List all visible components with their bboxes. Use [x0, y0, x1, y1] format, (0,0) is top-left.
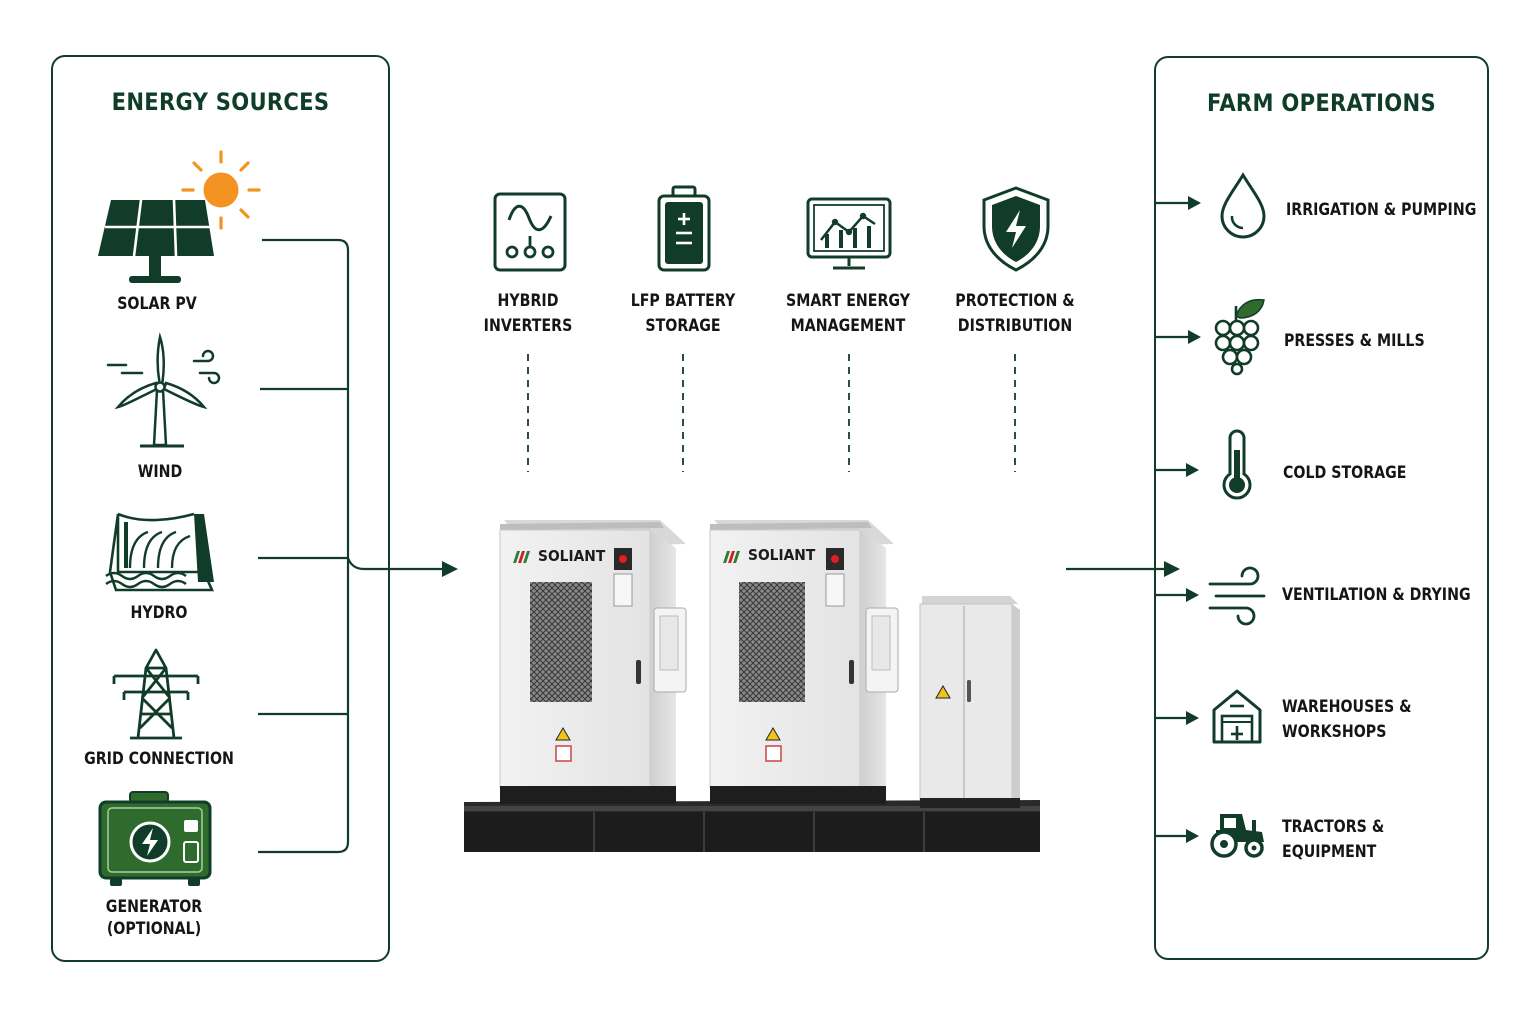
wind-icon	[1208, 566, 1266, 626]
energy-sources-panel: ENERGY SOURCES	[51, 55, 390, 962]
operation-label-irrigation: IRRIGATION & PUMPING	[1286, 200, 1477, 219]
distribution-cabinet	[919, 596, 1020, 808]
monitor-chart-icon	[806, 197, 892, 270]
battery-line2: STORAGE	[645, 316, 721, 335]
brand-logo-cabinet-1: SOLIANT	[538, 547, 606, 565]
grapes-icon	[1214, 298, 1265, 376]
generator-label-line1: GENERATOR	[105, 897, 203, 916]
operation-label-ventilation: VENTILATION & DRYING	[1282, 585, 1471, 604]
battery-icon	[657, 185, 711, 272]
brand-logo-cabinet-2: SOLIANT	[748, 546, 816, 564]
inverter-icon	[493, 192, 567, 272]
source-label-wind: WIND	[137, 462, 183, 481]
generator-icon	[98, 791, 212, 886]
operation-label-cold-storage: COLD STORAGE	[1283, 463, 1407, 482]
power-tower-icon	[112, 648, 200, 740]
solar-panel-icon	[98, 150, 261, 283]
sun-icon	[181, 150, 261, 230]
warehouses-line1: WAREHOUSES &	[1282, 697, 1412, 716]
tractors-line1: TRACTORS &	[1282, 817, 1385, 836]
component-label-inverters: HYBRID INVERTERS	[442, 288, 614, 338]
operation-label-warehouses: WAREHOUSES & WORKSHOPS	[1282, 694, 1412, 744]
farm-operations-title: FARM OPERATIONS	[1207, 89, 1436, 117]
management-line1: SMART ENERGY	[785, 291, 911, 310]
component-label-protection: PROTECTION & DISTRIBUTION	[929, 288, 1101, 338]
tractor-icon	[1210, 814, 1264, 858]
battery-cabinet-1	[499, 520, 687, 804]
source-label-generator: GENERATOR (OPTIONAL)	[68, 896, 240, 940]
tractors-line2: EQUIPMENT	[1282, 842, 1377, 861]
arrow-to-system	[442, 561, 458, 577]
generator-label-line2: (OPTIONAL)	[106, 919, 202, 938]
hydro-dam-icon	[105, 512, 215, 592]
operation-label-tractors: TRACTORS & EQUIPMENT	[1282, 814, 1384, 864]
farm-operations-panel: FARM OPERATIONS	[1154, 56, 1489, 960]
skid-base	[464, 800, 1040, 852]
water-drop-icon	[1220, 172, 1266, 239]
component-label-management: SMART ENERGY MANAGEMENT	[762, 288, 934, 338]
inverters-line2: INVERTERS	[483, 316, 573, 335]
battery-cabinet-2	[709, 520, 899, 804]
source-label-solar: SOLAR PV	[117, 294, 197, 313]
warehouse-icon	[1212, 689, 1262, 744]
battery-line1: LFP BATTERY	[630, 291, 736, 310]
source-label-hydro: HYDRO	[130, 603, 188, 622]
energy-sources-title: ENERGY SOURCES	[111, 88, 330, 116]
source-label-grid: GRID CONNECTION	[84, 749, 234, 768]
shield-bolt-icon	[982, 186, 1050, 272]
protection-line2: DISTRIBUTION	[957, 316, 1073, 335]
management-line2: MANAGEMENT	[790, 316, 906, 335]
thermometer-icon	[1222, 429, 1252, 500]
warehouses-line2: WORKSHOPS	[1282, 722, 1387, 741]
inverters-line1: HYBRID	[497, 291, 559, 310]
protection-line1: PROTECTION &	[955, 291, 1075, 310]
wind-turbine-icon	[106, 332, 221, 448]
component-label-battery: LFP BATTERY STORAGE	[597, 288, 769, 338]
operation-label-presses: PRESSES & MILLS	[1284, 331, 1425, 350]
arrow-to-farm	[1164, 561, 1180, 577]
